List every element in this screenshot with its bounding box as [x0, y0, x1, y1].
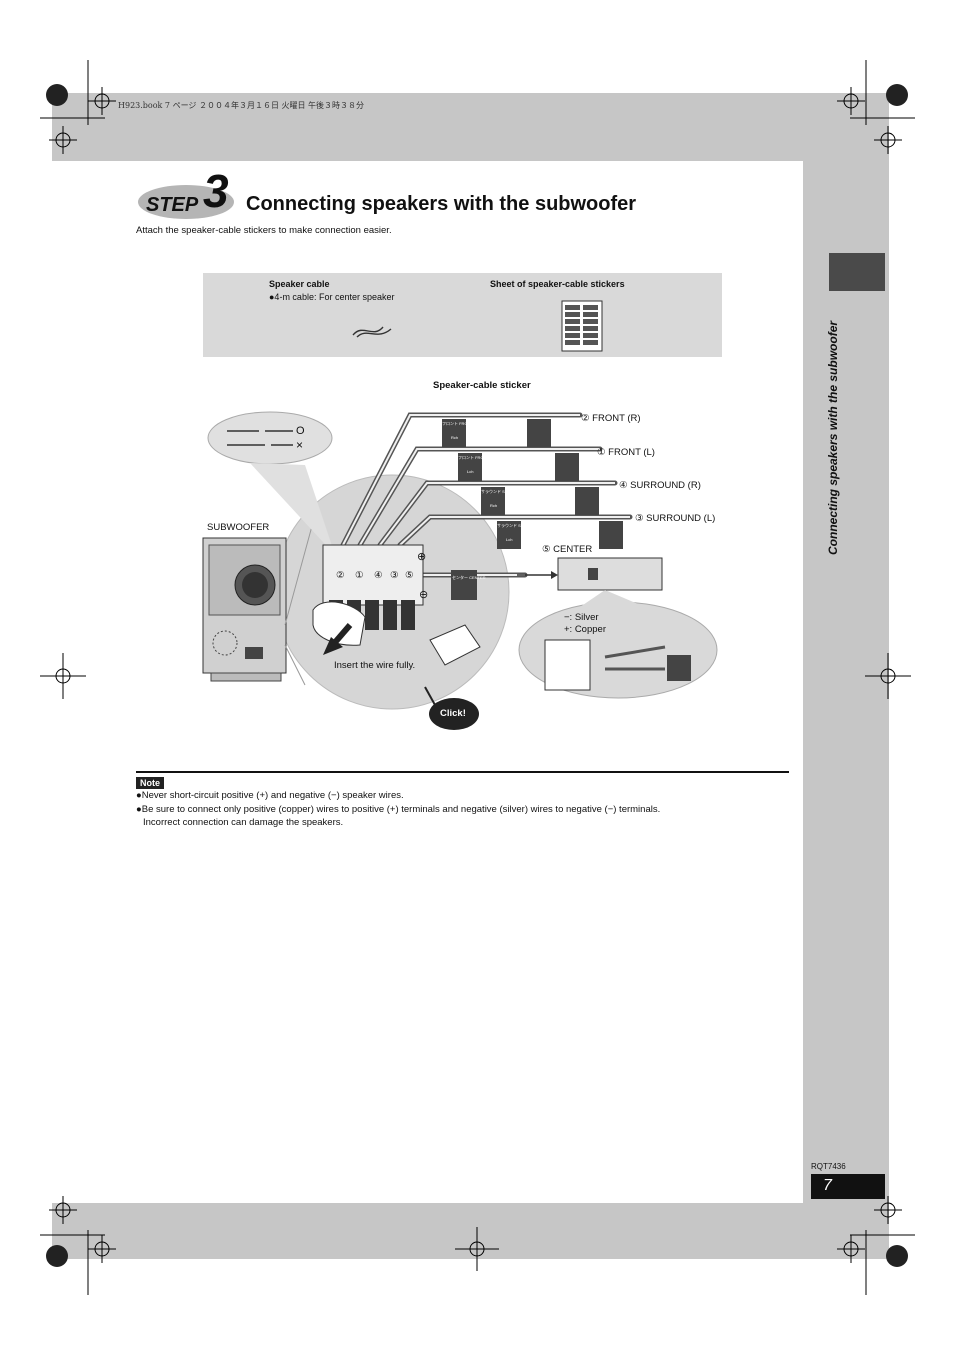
model-code: RQT7436: [811, 1162, 846, 1171]
subwoofer-label: SUBWOOFER: [207, 522, 270, 533]
note-line-3: Incorrect connection can damage the spea…: [143, 817, 344, 828]
sticker-ch-1: Rch: [451, 435, 459, 440]
sticker-ch-4: Lch: [506, 537, 513, 542]
sidebar-dark-tab: [829, 253, 885, 291]
stickers-title: Sheet of speaker-cable stickers: [490, 279, 625, 289]
sticker-sheet-icon: [561, 300, 603, 352]
note-line-2: ●Be sure to connect only positive (coppe…: [136, 804, 661, 815]
sticker-ch-3: Rch: [490, 503, 498, 508]
terminal-num-4: ③: [390, 570, 399, 581]
terminal-num-5: ⑤: [405, 570, 414, 581]
terminal-num-2: ①: [355, 570, 364, 581]
accessories-box: Speaker cable ●4-m cable: For center spe…: [203, 273, 722, 357]
sticker-text-front-r: フロント FRONT: [442, 421, 473, 426]
ng-mark: ×: [296, 438, 304, 452]
page-number: 7: [823, 1177, 832, 1194]
click-label: Click!: [440, 708, 466, 719]
silver-label: −: Silver: [564, 612, 599, 623]
print-header: H923.book 7 ページ ２００４年３月１６日 火曜日 午後３時３８分: [118, 101, 365, 110]
copper-label: +: Copper: [564, 624, 606, 635]
plus-terminal-mark: ⊕: [417, 551, 427, 563]
step-number: 3: [203, 165, 229, 217]
note-tag: Note: [136, 777, 164, 789]
surround-r-label: ④ SURROUND (R): [619, 480, 701, 491]
sticker-text-surround-r: サラウンド SURROUND: [481, 489, 526, 494]
note-line-1: ●Never short-circuit positive (+) and ne…: [136, 790, 404, 801]
connection-diagram: [202, 411, 718, 730]
step-word: STEP: [146, 194, 199, 216]
front-r-label: ② FRONT (R): [581, 413, 641, 424]
sticker-ch-2: Lch: [467, 469, 474, 474]
note-divider: [136, 771, 789, 773]
top-band: [52, 93, 803, 161]
page-number-box: 7: [811, 1174, 885, 1199]
sticker-text-surround-l: サラウンド SURROUND: [497, 523, 542, 528]
sticker-text-center: センター CENTER: [452, 575, 486, 580]
bottom-band: [52, 1203, 803, 1259]
front-l-label: ① FRONT (L): [597, 447, 655, 458]
cable-note: ●4-m cable: For center speaker: [269, 292, 395, 302]
center-label: ⑤ CENTER: [542, 544, 593, 555]
sticker-text-front-l: フロント FRONT: [458, 455, 489, 460]
terminal-num-1: ②: [336, 570, 345, 581]
ok-mark: O: [296, 425, 305, 437]
cable-title: Speaker cable: [269, 279, 330, 289]
sticker-label: Speaker-cable sticker: [433, 380, 531, 391]
insert-label: Insert the wire fully.: [334, 660, 416, 671]
minus-terminal-mark: ⊖: [419, 589, 429, 601]
sidebar-title: Connecting speakers with the subwoofer: [826, 320, 840, 555]
page-title: Connecting speakers with the subwoofer: [246, 193, 637, 215]
cable-icon: [352, 326, 392, 338]
terminal-num-3: ④: [374, 570, 383, 581]
surround-l-label: ③ SURROUND (L): [635, 513, 716, 524]
step-badge: [138, 185, 234, 219]
intro-text: Attach the speaker-cable stickers to mak…: [136, 225, 392, 236]
